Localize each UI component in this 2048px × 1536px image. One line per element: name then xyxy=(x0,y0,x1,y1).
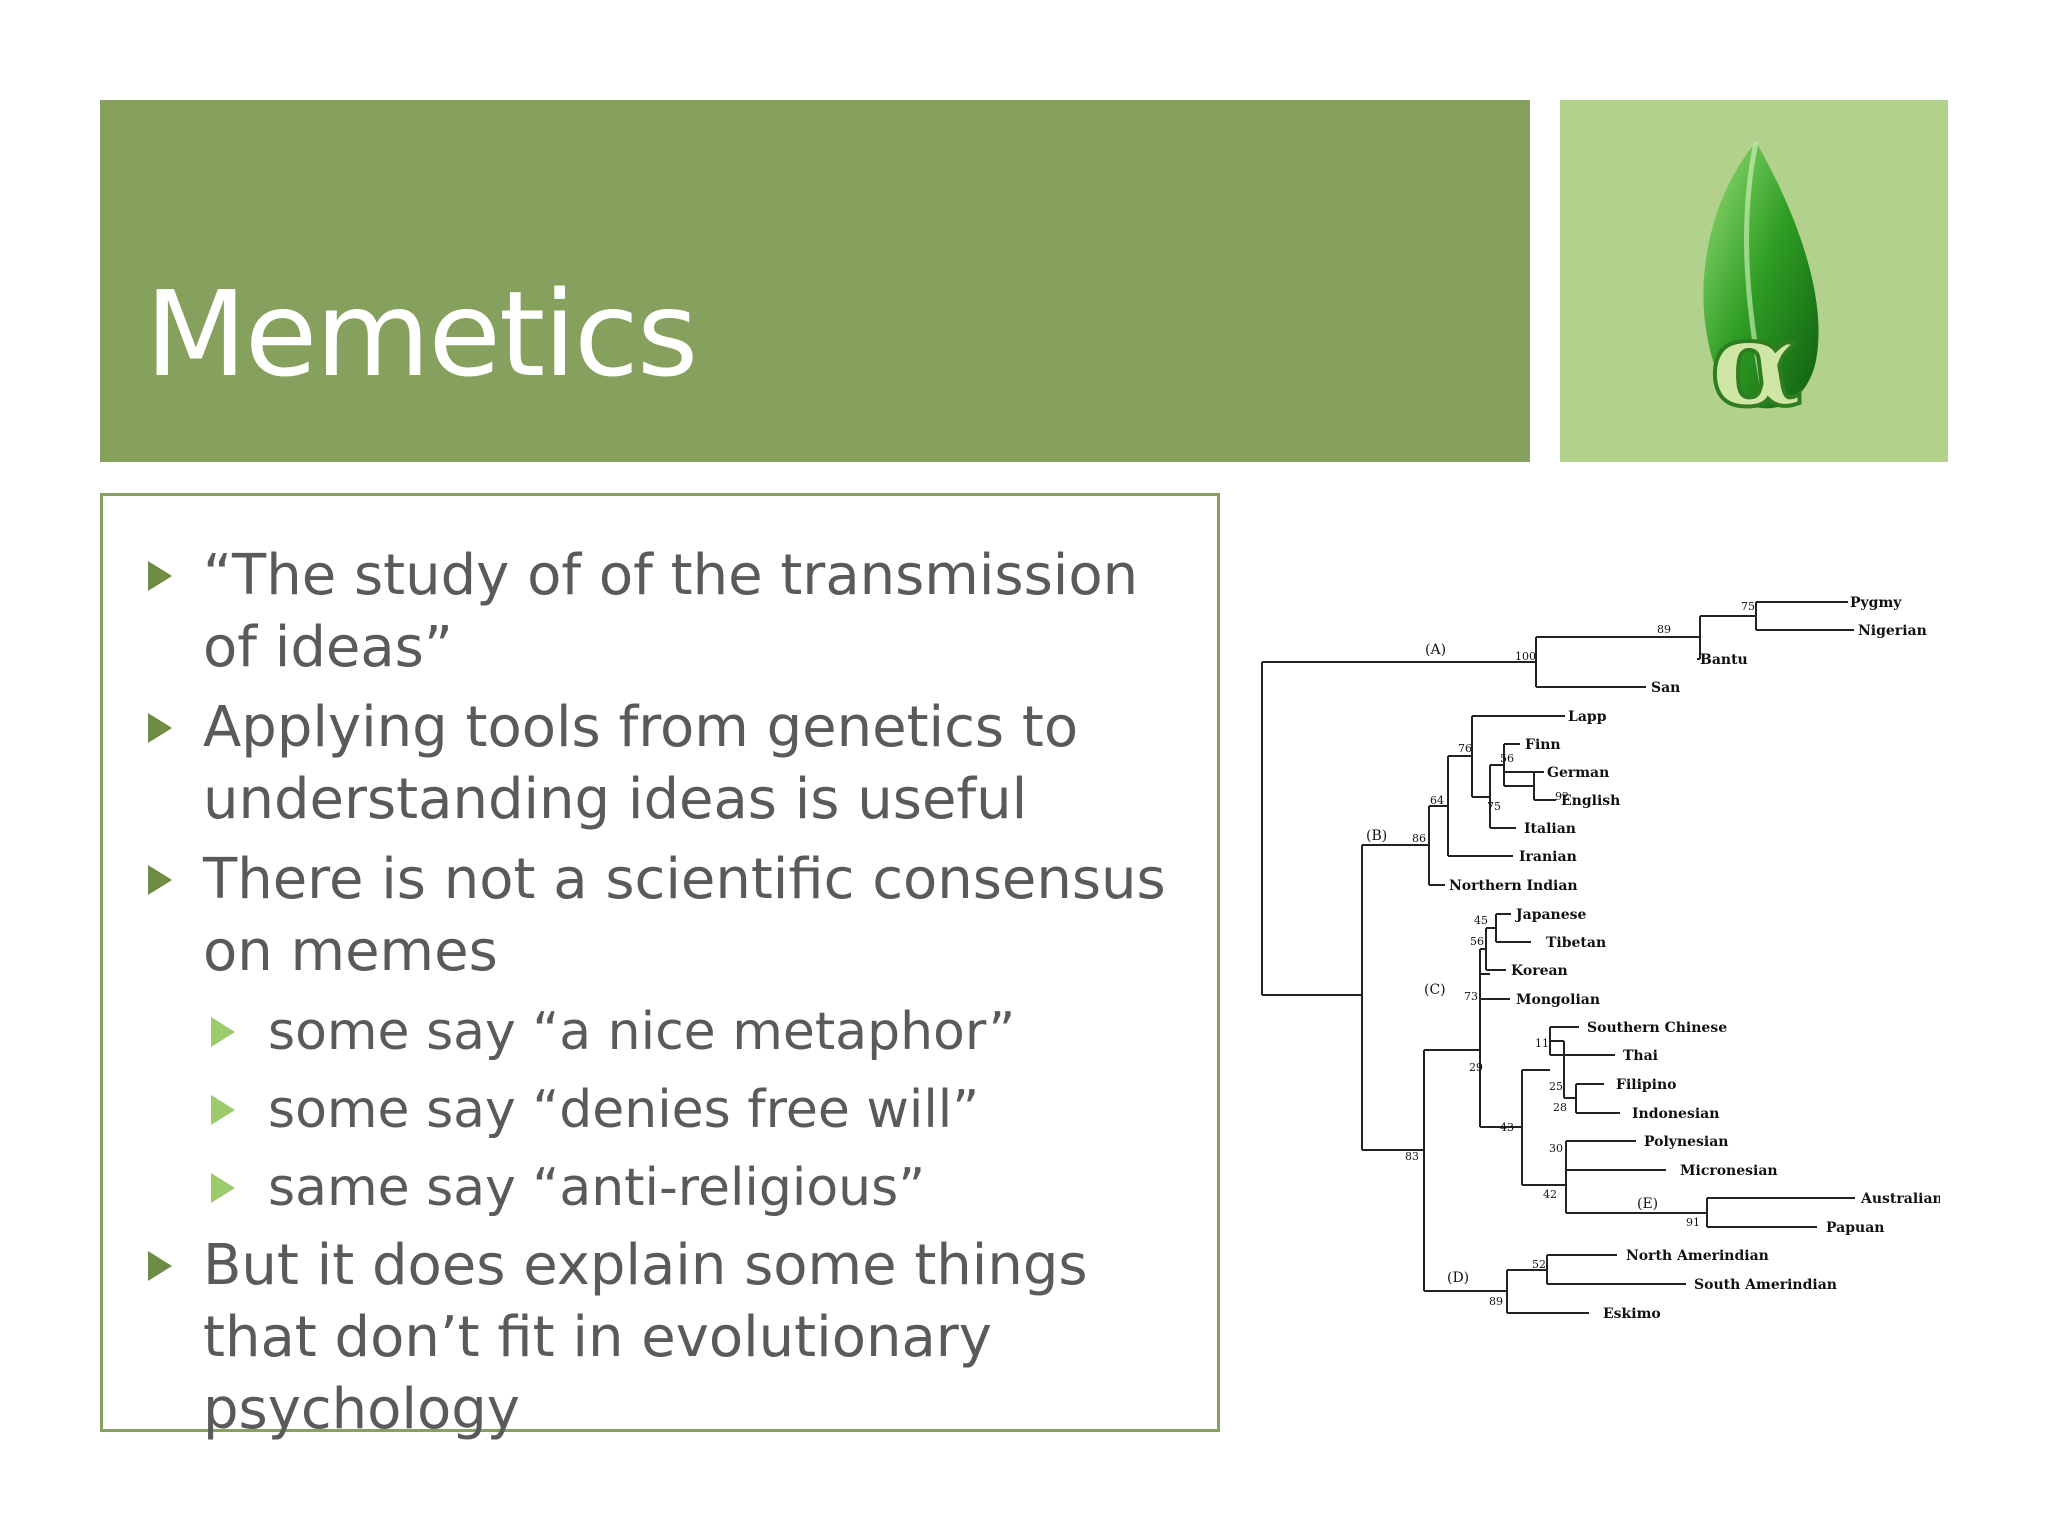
tree-support-value: 75 xyxy=(1487,800,1501,813)
tree-support-value: 28 xyxy=(1553,1101,1567,1114)
bullet-item: “The study of of the transmission of ide… xyxy=(148,540,1208,684)
tree-leaf-label: San xyxy=(1651,680,1680,696)
tree-support-value: 11 xyxy=(1535,1037,1549,1050)
tree-support-value: 29 xyxy=(1469,1061,1483,1074)
sub-bullet-item: same say “anti-religious” xyxy=(148,1152,1208,1224)
tree-leaf-label: Filipino xyxy=(1616,1077,1677,1093)
title-banner: Memetics xyxy=(100,100,1530,462)
sub-bullet-arrow-icon xyxy=(211,1017,235,1047)
tree-support-value: 56 xyxy=(1470,935,1484,948)
tree-support-value: 83 xyxy=(1405,1150,1419,1163)
tree-leaf-label: Indonesian xyxy=(1632,1106,1719,1122)
tree-leaf-label: Pygmy xyxy=(1850,595,1902,611)
tree-leaf-label: South Amerindian xyxy=(1694,1277,1837,1293)
phylogenetic-tree: PygmyNigerianBantuSanLappFinnGermanEngli… xyxy=(1261,595,1940,1322)
tree-support-value: 45 xyxy=(1474,914,1488,927)
content-panel: “The study of of the transmission of ide… xyxy=(100,493,1220,1442)
tree-leaf-label: English xyxy=(1561,793,1620,809)
tree-leaf-label: Korean xyxy=(1511,963,1568,979)
tree-support-value: 91 xyxy=(1686,1216,1700,1229)
tree-leaf-label: Italian xyxy=(1524,821,1576,837)
bullet-arrow-icon xyxy=(148,561,172,591)
tree-leaf-label: Northern Indian xyxy=(1449,878,1578,894)
tree-support-value: 100 xyxy=(1515,650,1536,663)
bullet-arrow-icon xyxy=(148,713,172,743)
sub-bullet-arrow-icon xyxy=(211,1095,235,1125)
tree-support-value: 86 xyxy=(1412,832,1426,845)
tree-leaf-label: German xyxy=(1547,765,1609,781)
bullet-arrow-icon xyxy=(148,865,172,895)
green-leaf-alpha-logo-icon: α xyxy=(1703,141,1819,436)
tree-leaf-label: Bantu xyxy=(1700,652,1748,668)
tree-support-value: 42 xyxy=(1543,1188,1557,1201)
bullet-arrow-icon xyxy=(148,1251,172,1281)
tree-leaf-label: Finn xyxy=(1525,737,1561,753)
sub-bullet-item: some say “denies free will” xyxy=(148,1074,1208,1146)
tree-branches xyxy=(1261,601,1855,1314)
tree-leaf-label: Iranian xyxy=(1519,849,1577,865)
sub-bullet-arrow-icon xyxy=(211,1173,235,1203)
bullet-item: Applying tools from genetics to understa… xyxy=(148,692,1208,836)
tree-support-value: 92 xyxy=(1555,790,1569,803)
tree-leaf-label: Lapp xyxy=(1568,709,1607,725)
tree-leaf-label: Australian xyxy=(1860,1191,1940,1207)
bullet-item: There is not a scientific consensus on m… xyxy=(148,844,1208,988)
alpha-glyph: α xyxy=(1710,293,1802,434)
tree-support-value: 43 xyxy=(1500,1121,1514,1134)
bullet-list: “The study of of the transmission of ide… xyxy=(148,540,1208,1454)
tree-group-label: (E) xyxy=(1637,1196,1658,1212)
tree-leaf-label: Nigerian xyxy=(1858,623,1927,639)
tree-support-value: 52 xyxy=(1532,1258,1546,1271)
tree-support-value: 73 xyxy=(1464,990,1478,1003)
tree-group-label: (D) xyxy=(1447,1270,1469,1286)
tree-leaf-label: Micronesian xyxy=(1680,1163,1778,1179)
tree-leaf-label: Eskimo xyxy=(1603,1306,1661,1322)
tree-leaf-label: Mongolian xyxy=(1516,992,1600,1008)
logo-panel: α xyxy=(1560,100,1948,462)
tree-support-value: 75 xyxy=(1741,600,1755,613)
tree-leaf-label: Thai xyxy=(1623,1048,1658,1064)
tree-support-value: 25 xyxy=(1549,1080,1563,1093)
tree-group-label: (B) xyxy=(1366,828,1387,844)
tree-leaf-label: Southern Chinese xyxy=(1587,1020,1727,1036)
tree-support-value: 89 xyxy=(1489,1295,1503,1308)
tree-leaf-label: Papuan xyxy=(1826,1220,1884,1236)
tree-support-value: 56 xyxy=(1500,752,1514,765)
tree-leaf-label: North Amerindian xyxy=(1626,1248,1769,1264)
tree-support-value: 89 xyxy=(1657,623,1671,636)
bullet-item: But it does explain some things that don… xyxy=(148,1230,1208,1446)
tree-labels: PygmyNigerianBantuSanLappFinnGermanEngli… xyxy=(1366,595,1940,1322)
tree-support-value: 64 xyxy=(1430,794,1444,807)
tree-support-value: 76 xyxy=(1458,742,1472,755)
tree-leaf-label: Polynesian xyxy=(1644,1134,1728,1150)
tree-group-label: (A) xyxy=(1425,642,1446,658)
tree-group-label: (C) xyxy=(1424,982,1446,998)
sub-bullet-item: some say “a nice metaphor” xyxy=(148,996,1208,1068)
tree-support-value: 30 xyxy=(1549,1142,1563,1155)
tree-leaf-label: Tibetan xyxy=(1546,935,1606,951)
tree-leaf-label: Japanese xyxy=(1514,907,1587,923)
slide-title: Memetics xyxy=(145,265,698,403)
